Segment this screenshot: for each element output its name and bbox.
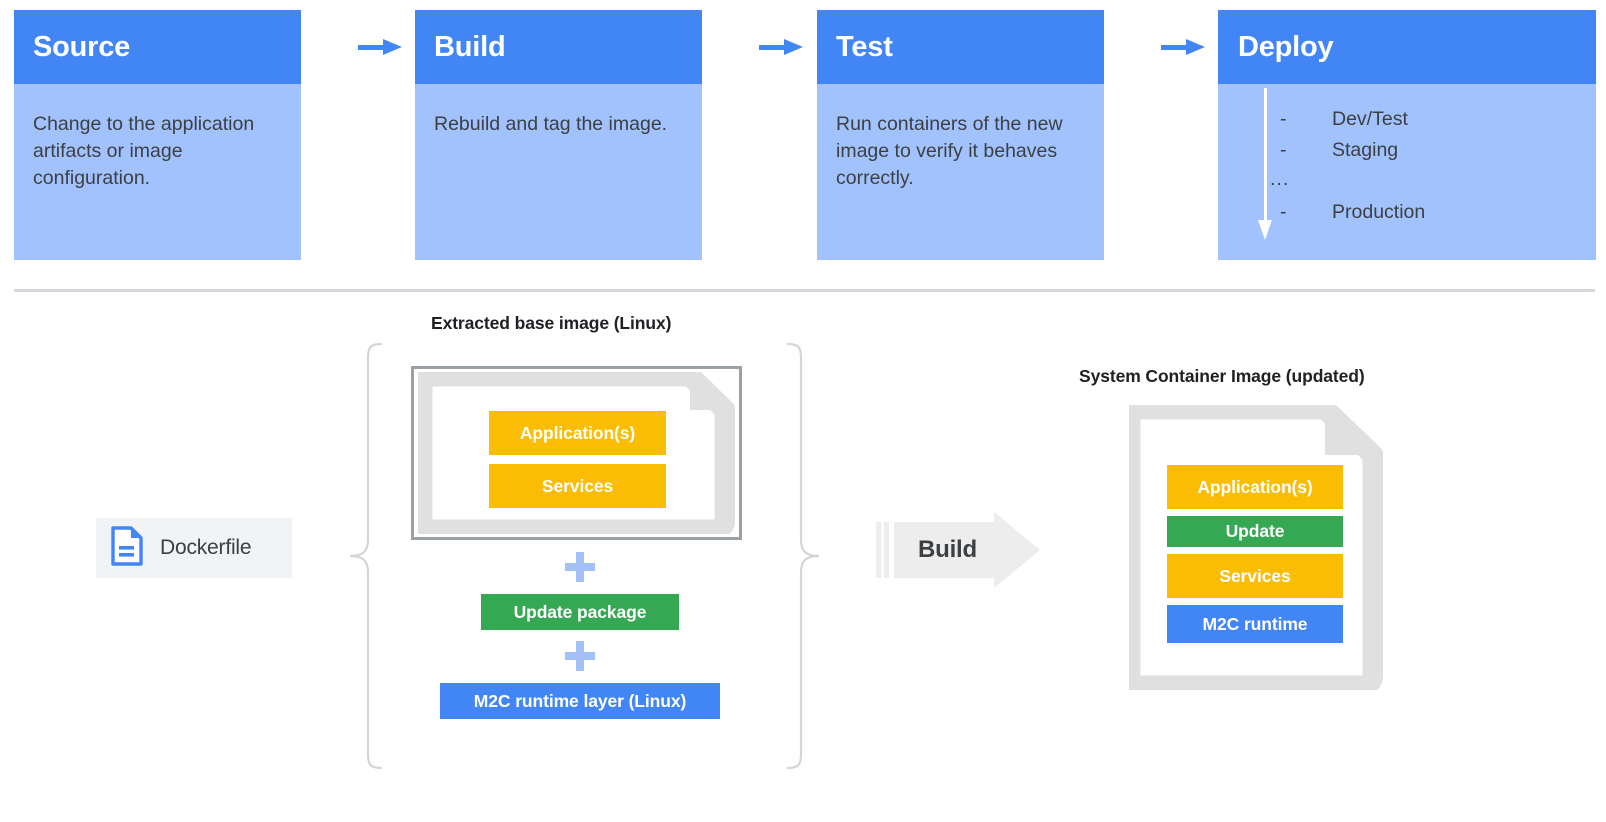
connector-arrow-test-deploy bbox=[1161, 39, 1205, 55]
layer-label: M2C runtime layer (Linux) bbox=[473, 690, 687, 711]
layer-bar-services: Services bbox=[489, 464, 666, 508]
list-bullet: - bbox=[1280, 201, 1287, 223]
arrow-down-icon bbox=[1258, 88, 1272, 240]
list-ellipsis: ... bbox=[1270, 168, 1290, 190]
stage-description: Run containers of the new image to verif… bbox=[817, 84, 1104, 260]
list-bullet: - bbox=[1280, 108, 1287, 130]
layer-label: Update package bbox=[513, 601, 647, 622]
layer-label: Application(s) bbox=[519, 422, 636, 443]
list-bullet: - bbox=[1280, 139, 1287, 161]
list-item: - Staging bbox=[1280, 137, 1425, 168]
stage-title: Test bbox=[817, 10, 1104, 84]
layer-bar-update-package: Update package bbox=[481, 594, 679, 630]
plus-icon-2 bbox=[565, 641, 595, 671]
plus-icon-1 bbox=[565, 552, 595, 582]
deploy-environment-list: - Dev/Test - Staging - Production bbox=[1280, 106, 1425, 230]
build-action-arrow[interactable]: Build bbox=[876, 512, 1040, 588]
layer-bar-applications: Application(s) bbox=[489, 411, 666, 455]
system-container-image-document bbox=[1119, 398, 1384, 697]
stage-description: Change to the application artifacts or i… bbox=[14, 84, 301, 260]
connector-arrow-build-test bbox=[759, 39, 803, 55]
list-item-label: Dev/Test bbox=[1332, 108, 1408, 130]
stage-title: Source bbox=[14, 10, 301, 84]
dockerfile-label: Dockerfile bbox=[160, 536, 252, 559]
stage-title: Deploy bbox=[1218, 10, 1596, 84]
layer-label: Services bbox=[1219, 565, 1291, 586]
arrow-shaft bbox=[1264, 88, 1267, 224]
left-brace bbox=[348, 342, 382, 770]
arrow-right-icon bbox=[383, 39, 402, 55]
stage-card-source[interactable]: Source Change to the application artifac… bbox=[14, 10, 301, 260]
stage-card-build[interactable]: Build Rebuild and tag the image. bbox=[415, 10, 702, 260]
stage-description: Rebuild and tag the image. bbox=[415, 84, 702, 260]
list-item: - Dev/Test bbox=[1280, 106, 1425, 137]
layer-label: Application(s) bbox=[1197, 476, 1313, 497]
list-item-label: Production bbox=[1332, 201, 1426, 223]
result-image-caption: System Container Image (updated) bbox=[1079, 366, 1365, 386]
arrow-right-icon bbox=[1186, 39, 1205, 55]
layer-bar-m2c-runtime: M2C runtime layer (Linux) bbox=[440, 683, 720, 719]
arrow-head bbox=[1258, 220, 1272, 240]
result-layer-update: Update bbox=[1167, 516, 1343, 547]
layer-label: Services bbox=[541, 475, 614, 496]
list-item: - Production bbox=[1280, 199, 1425, 230]
layer-label: M2C runtime bbox=[1202, 613, 1308, 634]
list-item-label: Staging bbox=[1332, 139, 1399, 161]
section-divider bbox=[14, 289, 1595, 292]
arrow-right-icon bbox=[784, 39, 803, 55]
right-brace bbox=[787, 342, 821, 770]
result-layer-services: Services bbox=[1167, 554, 1343, 598]
stage-card-deploy[interactable]: Deploy - Dev/Test - Staging - Production… bbox=[1218, 10, 1596, 260]
arrow-shaft bbox=[1161, 45, 1189, 50]
result-layer-m2c-runtime: M2C runtime bbox=[1167, 605, 1343, 643]
document-icon bbox=[110, 525, 144, 571]
build-action-label: Build bbox=[918, 536, 977, 563]
stage-card-test[interactable]: Test Run containers of the new image to … bbox=[817, 10, 1104, 260]
layer-label: Update bbox=[1225, 521, 1285, 541]
stage-title: Build bbox=[415, 10, 702, 84]
base-image-caption: Extracted base image (Linux) bbox=[431, 313, 672, 333]
arrow-shaft bbox=[358, 45, 386, 50]
connector-arrow-source-build bbox=[358, 39, 402, 55]
stage-description: - Dev/Test - Staging - Production ... bbox=[1218, 84, 1596, 260]
dockerfile-chip[interactable]: Dockerfile bbox=[96, 518, 292, 578]
result-layer-applications: Application(s) bbox=[1167, 465, 1343, 509]
arrow-shaft bbox=[759, 45, 787, 50]
